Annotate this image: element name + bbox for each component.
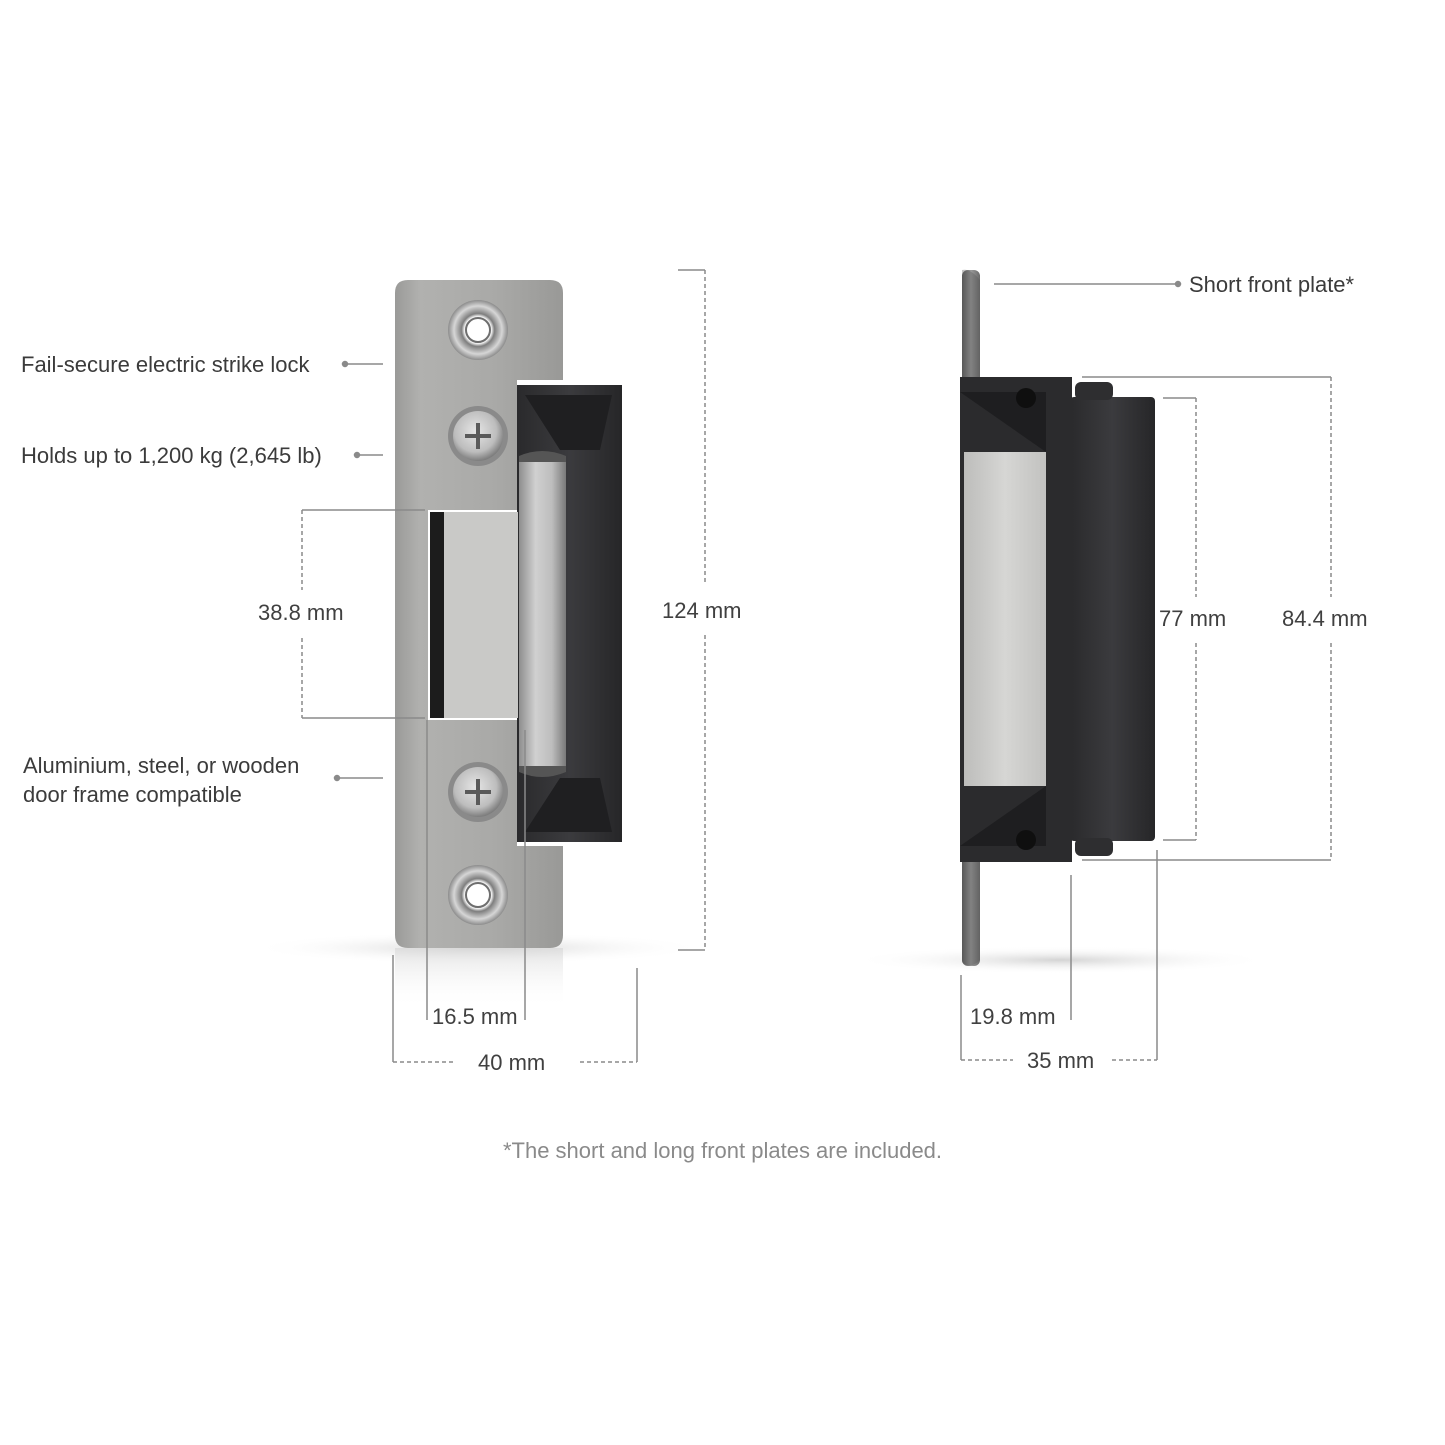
dim-side-body-height: 77 mm: [1159, 606, 1227, 631]
dim-side-total-height: 84.4 mm: [1282, 606, 1368, 631]
dim-side-depth-b: 35 mm: [1027, 1048, 1095, 1073]
side-view: [850, 269, 1270, 974]
dim-keeper-opening: 38.8 mm: [258, 600, 344, 625]
side-keeper: [964, 452, 1046, 786]
front-reflection: [395, 948, 563, 1008]
dim-front-height: 124 mm: [662, 598, 742, 623]
body-bevel-top: [525, 395, 612, 450]
callout-frame-line2: door frame compatible: [23, 782, 242, 807]
screw-hole-icon: [448, 865, 508, 925]
front-callout-leaders: [333, 360, 383, 782]
side-solenoid-body: [1070, 397, 1155, 841]
callout-frame-line1: Aluminium, steel, or wooden: [23, 753, 300, 778]
side-dimension-lines: [960, 376, 1332, 1061]
mount-hole-icon: [1016, 830, 1036, 850]
dim-front-width: 40 mm: [478, 1050, 546, 1075]
keeper-recess: [444, 512, 518, 718]
phillips-screw-icon: [448, 762, 508, 822]
phillips-screw-icon: [448, 406, 508, 466]
callout-short-front-plate: Short front plate*: [1189, 272, 1355, 297]
front-dimension-lines: [301, 269, 706, 1063]
keeper-top-edge: [519, 451, 566, 462]
side-callout-leader: [994, 280, 1182, 288]
callout-fail-secure: Fail-secure electric strike lock: [21, 352, 310, 377]
keeper-slot-edge: [430, 512, 444, 718]
mount-hole-icon: [1016, 388, 1036, 408]
keeper-bottom-edge: [519, 766, 566, 777]
body-bevel-bottom: [525, 778, 612, 832]
dim-keeper-width: 16.5 mm: [432, 1004, 518, 1029]
callout-holds-up-to: Holds up to 1,200 kg (2,645 lb): [21, 443, 322, 468]
screw-hole-icon: [448, 300, 508, 360]
side-shadow: [850, 946, 1270, 974]
dim-side-depth-a: 19.8 mm: [970, 1004, 1056, 1029]
front-view: [248, 280, 708, 1008]
front-plate: [395, 280, 563, 948]
footnote: *The short and long front plates are inc…: [502, 1138, 943, 1163]
keeper: [519, 456, 566, 772]
